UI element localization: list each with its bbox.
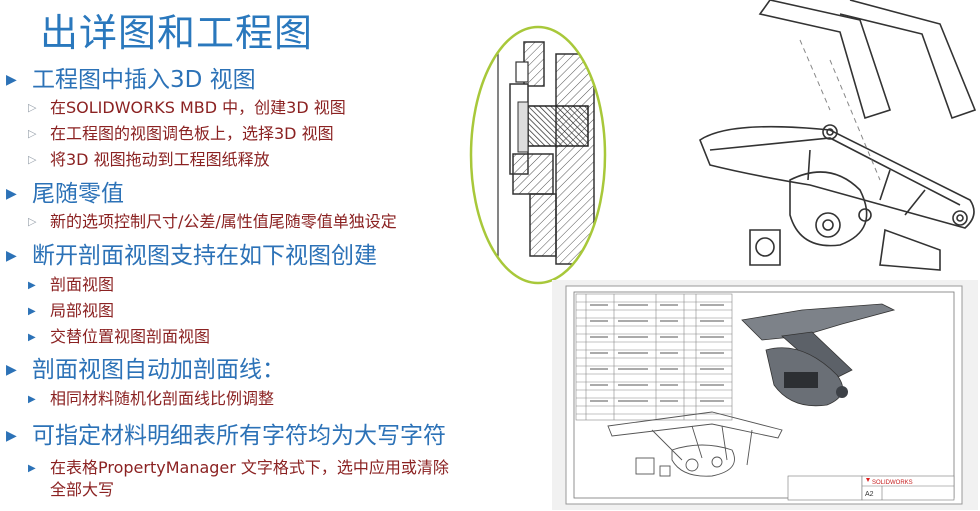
triangle-bullet-icon: ▶	[28, 280, 36, 291]
bullet-bom-uppercase: ▶可指定材料明细表所有字符均为大写字符	[6, 423, 446, 449]
bullet-broken-section: ▶断开剖面视图支持在如下视图创建	[6, 243, 377, 269]
bullet-trailing-zeros: ▶尾随零值	[6, 181, 124, 207]
hollow-triangle-icon: ▷	[28, 127, 37, 140]
triangle-bullet-icon: ▶	[28, 394, 36, 405]
triangle-bullet-icon: ▶	[6, 186, 17, 202]
sub-bullet: ▶在表格PropertyManager 文字格式下，选中应用或清除	[28, 458, 449, 477]
mechanism-line-drawing	[699, 0, 977, 271]
section-detail-ellipse-image	[469, 25, 607, 285]
triangle-bullet-icon: ▶	[6, 362, 17, 378]
engineering-drawing-sheet-image: SOLIDWORKS A2	[552, 280, 978, 510]
sub-bullet: ▶剖面视图	[28, 275, 115, 294]
sub-bullet: ▷将3D 视图拖动到工程图纸释放	[28, 150, 270, 169]
hollow-triangle-icon: ▷	[28, 153, 37, 166]
titleblock-logo: SOLIDWORKS	[872, 480, 913, 486]
slide-title: 出详图和工程图	[40, 11, 314, 55]
sub-bullet: ▷新的选项控制尺寸/公差/属性值尾随零值单独设定	[28, 212, 397, 231]
triangle-bullet-icon: ▶	[28, 332, 36, 343]
bullet-insert-3d-view: ▶工程图中插入3D 视图	[6, 67, 256, 93]
triangle-bullet-icon: ▶	[6, 72, 17, 88]
hollow-triangle-icon: ▷	[28, 101, 37, 114]
titleblock-size: A2	[865, 491, 874, 498]
bullet-auto-hatch: ▶剖面视图自动加剖面线：	[6, 357, 285, 383]
sub-bullet: ▶局部视图	[28, 301, 115, 320]
sub-bullet-continuation: 全部大写	[50, 480, 115, 499]
triangle-bullet-icon: ▶	[6, 248, 17, 264]
sub-bullet: ▶相同材料随机化剖面线比例调整	[28, 389, 275, 408]
triangle-bullet-icon: ▶	[28, 463, 36, 474]
triangle-bullet-icon: ▶	[6, 428, 17, 444]
triangle-bullet-icon: ▶	[28, 306, 36, 317]
sub-bullet: ▷在工程图的视图调色板上，选择3D 视图	[28, 124, 334, 143]
hollow-triangle-icon: ▷	[28, 215, 37, 228]
sub-bullet: ▷在SOLIDWORKS MBD 中，创建3D 视图	[28, 98, 346, 117]
sub-bullet: ▶交替位置视图剖面视图	[28, 327, 211, 346]
